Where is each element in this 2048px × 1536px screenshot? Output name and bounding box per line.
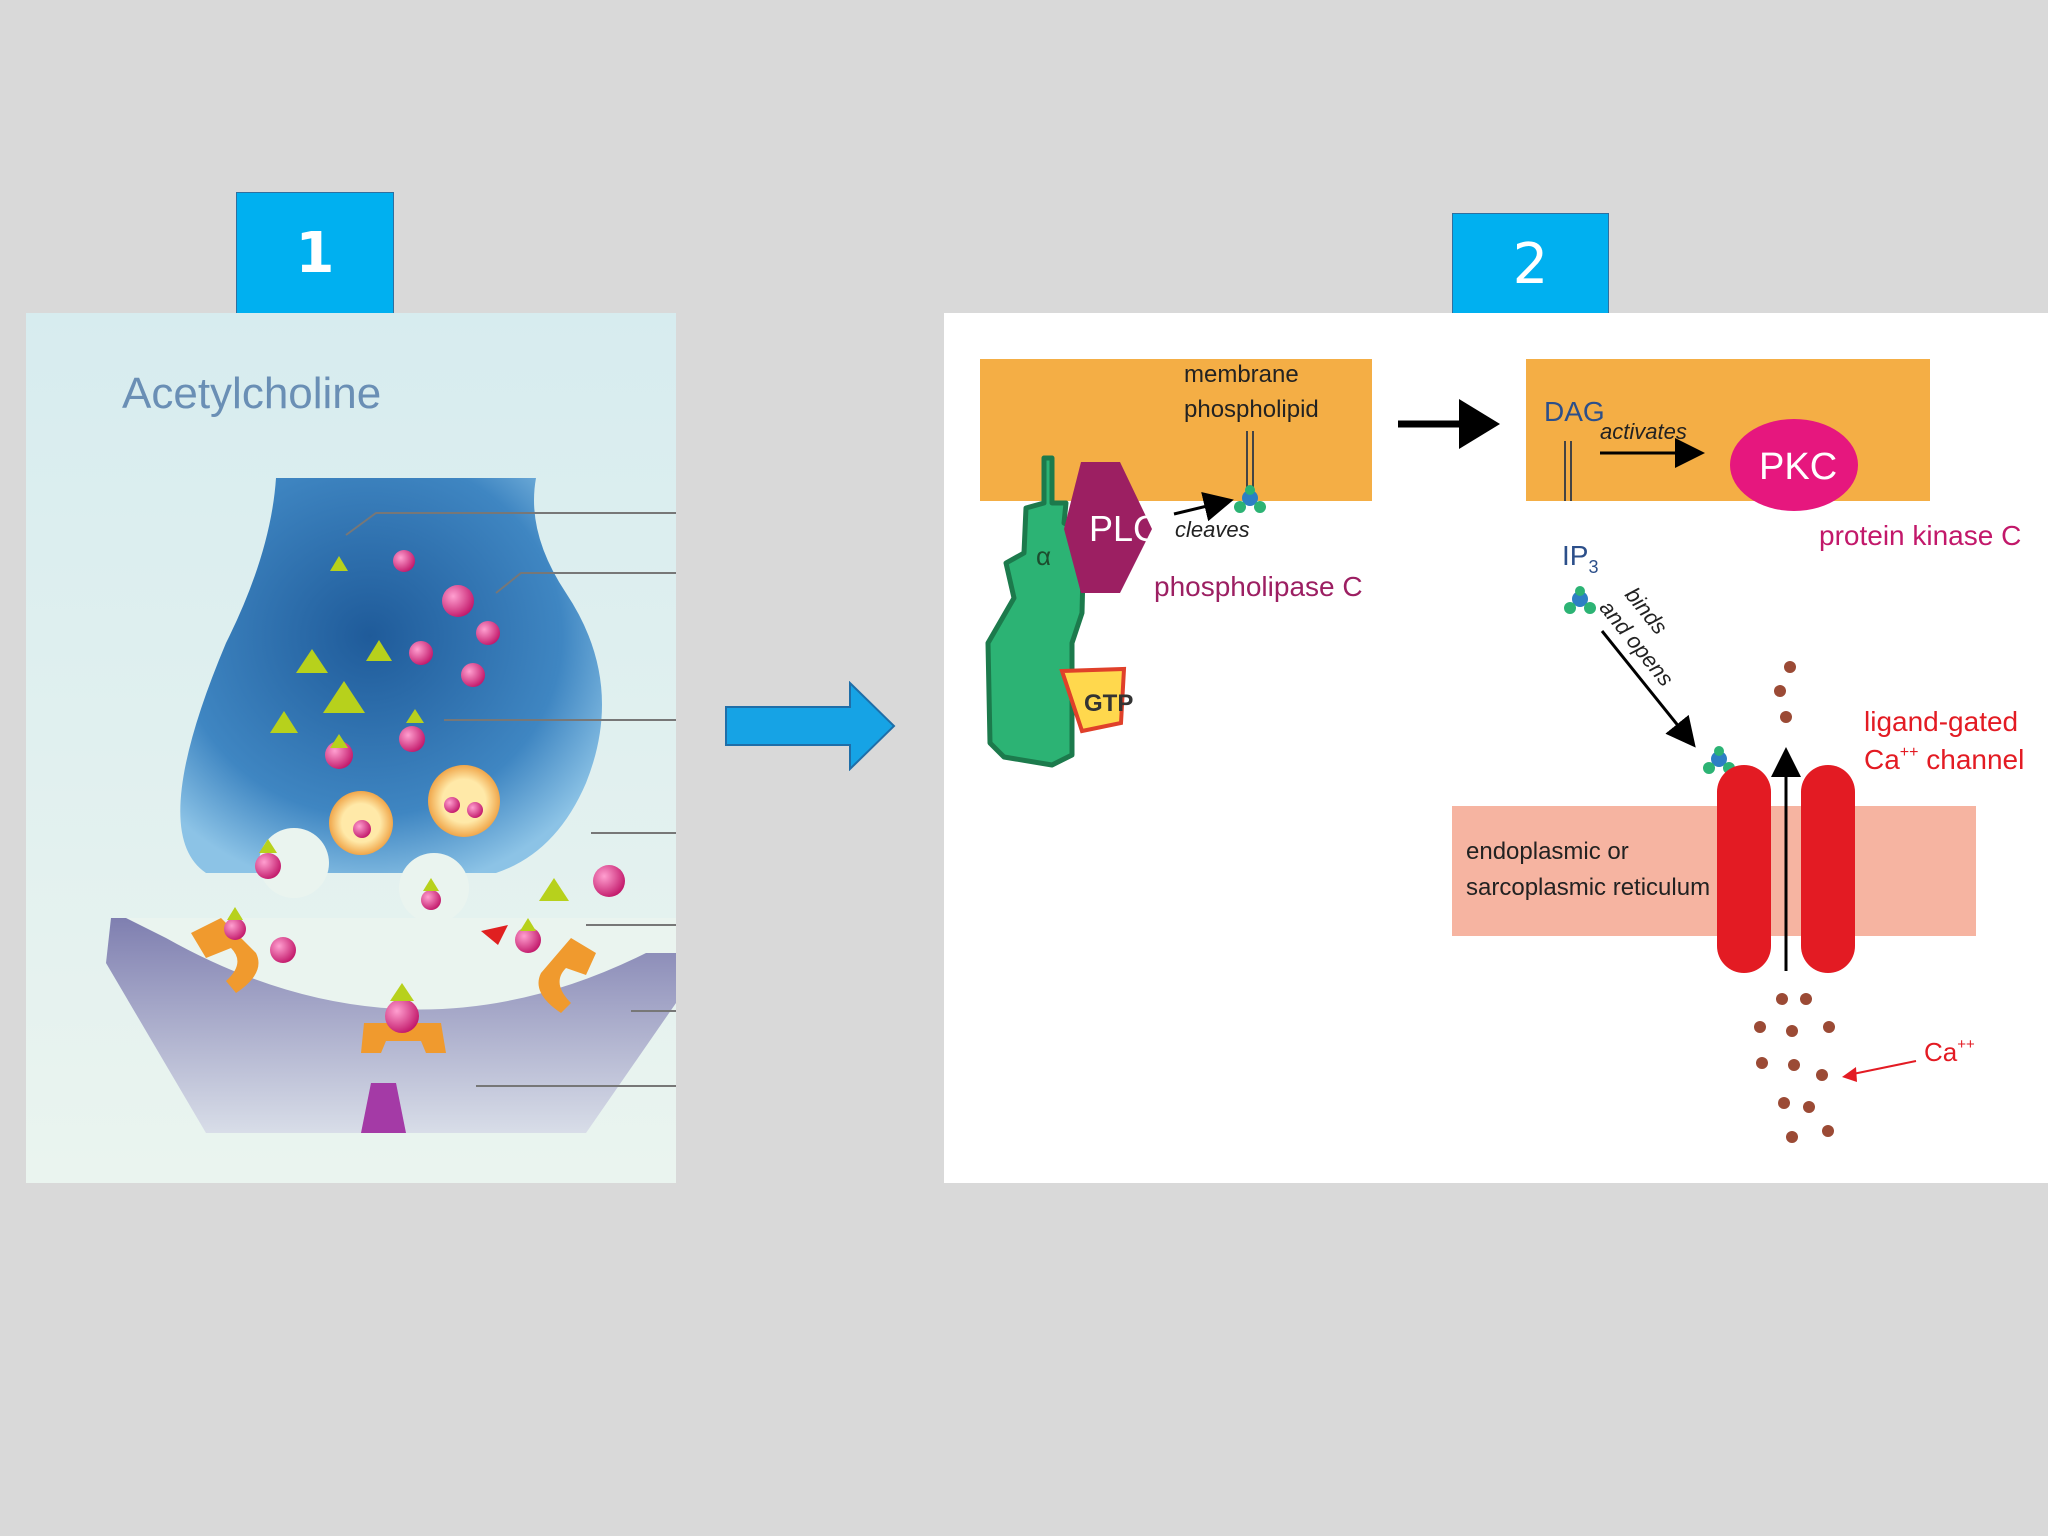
plc-signaling-diagram: α GTP PLC phospholipase C cleaves membra… (944, 313, 2048, 1183)
receptor-center (361, 1023, 446, 1053)
receptor-right (538, 938, 596, 1013)
phospholipid-head-icon (1234, 485, 1266, 513)
receptor-channel (361, 1083, 406, 1133)
phospholipid-tails (1246, 431, 1254, 495)
synaptic-vesicle (428, 765, 500, 837)
connector-arrow-icon (725, 681, 896, 771)
binds-arrow-icon (1600, 630, 1696, 748)
plasma-membrane-right (1526, 359, 1930, 501)
choline-triangles (227, 556, 569, 1001)
ca-superscript: ++ (1900, 744, 1919, 761)
ip3-molecule-icon (1564, 586, 1596, 614)
step-1-label: 1 (295, 220, 335, 286)
step-2-label: 2 (1512, 231, 1549, 297)
step-1-badge: 1 (236, 192, 394, 314)
er-label-line2: sarcoplasmic reticulum (1466, 874, 1710, 901)
step-arrow-head (1459, 399, 1500, 449)
vesicle-fusing-left (259, 828, 329, 898)
acetylcholine-molecules (224, 550, 625, 1033)
receptor-left (191, 918, 259, 993)
presynaptic-terminal (180, 478, 602, 873)
bound-ip3-icon (1703, 746, 1735, 774)
ip3-label: IP3 (1562, 540, 1598, 577)
ca-channel-right (1801, 765, 1855, 973)
channel-suffix: channel (1918, 744, 2024, 775)
ip3-base: IP (1562, 540, 1588, 571)
ca-ion-label: Ca++ (1924, 1036, 1975, 1067)
release-arrow-icon (481, 925, 508, 945)
gtp-label: GTP (1084, 690, 1133, 717)
calcium-ions (1754, 661, 1835, 1143)
pkc-ellipse (1730, 419, 1858, 511)
membrane-label: membrane (1184, 361, 1299, 388)
activates-label: activates (1600, 419, 1687, 444)
alpha-label: α (1036, 541, 1051, 571)
ligand-gated-label: ligand-gated (1864, 706, 2018, 737)
plc-label: PLC (1089, 508, 1159, 549)
phospholipid-label: phospholipid (1184, 396, 1319, 423)
step-2-badge: 2 (1452, 213, 1609, 315)
ca-ion-superscript: ++ (1957, 1036, 1975, 1053)
g-protein-alpha (985, 455, 1087, 768)
pkc-label: PKC (1759, 446, 1837, 488)
dag-label: DAG (1544, 396, 1605, 427)
plasma-membrane-left (980, 359, 1372, 501)
ca-ion-base: Ca (1924, 1037, 1958, 1067)
cleaves-arrow-icon (1173, 492, 1234, 522)
ca-base: Ca (1864, 744, 1900, 775)
gtp-shape (1059, 666, 1127, 734)
dag-tails (1564, 441, 1572, 501)
label-lines (345, 512, 676, 1087)
acetylcholine-title: Acetylcholine (122, 369, 381, 418)
ca-channel-left (1717, 765, 1771, 973)
er-membrane (1452, 806, 1976, 936)
synapse-illustration: Acetylcholine (26, 313, 676, 1183)
ca-pointer-arrow-icon (1847, 1060, 1917, 1076)
cleaves-label: cleaves (1175, 517, 1250, 542)
plc-hexagon (1064, 462, 1152, 593)
ip3-subscript: 3 (1588, 557, 1598, 577)
phospholipase-c-label: phospholipase C (1154, 571, 1363, 602)
protein-kinase-c-label: protein kinase C (1819, 520, 2021, 551)
er-label-line1: endoplasmic or (1466, 838, 1629, 865)
ca-channel-label: Ca++ channel (1864, 744, 2024, 775)
binds-label-group: binds and opens (1595, 582, 1679, 691)
ca-pointer-head (1842, 1067, 1857, 1082)
